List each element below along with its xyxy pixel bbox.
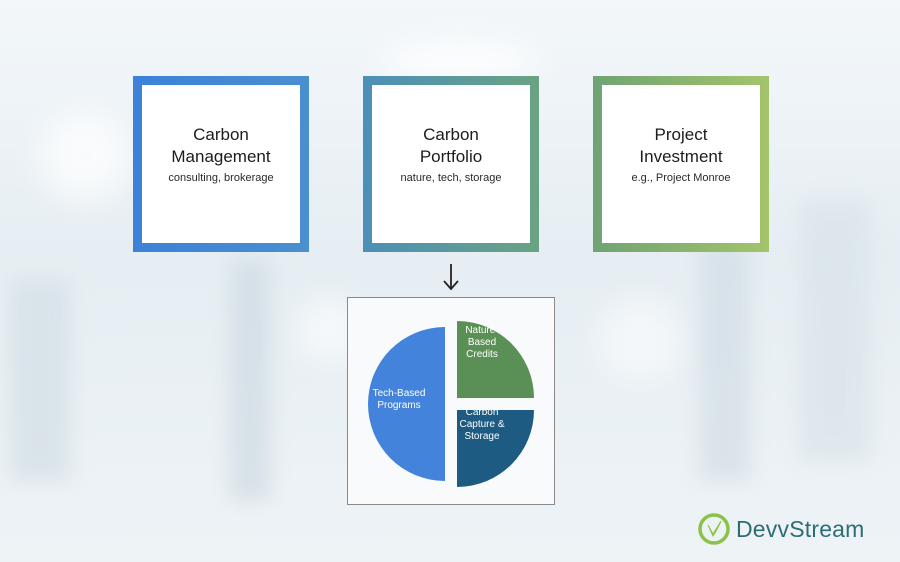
pie-slice [457,410,534,487]
box-title: Carbon Portfolio [419,125,483,166]
devvstream-logo: DevvStream [697,512,877,546]
logo-text: DevvStream [736,516,865,542]
project-investment-box: Project Investment e.g., Project Monroe [593,76,769,252]
box-subtitle: e.g., Project Monroe [631,172,731,184]
pie-slice [457,321,534,398]
leaf-check-icon [698,513,730,545]
pie-slice [368,327,445,481]
box-title: Project Investment [639,125,723,166]
carbon-portfolio-box: Carbon Portfolio nature, tech, storage [363,76,539,252]
box-subtitle: nature, tech, storage [400,172,502,184]
carbon-management-box: Carbon Management consulting, brokerage [133,76,309,252]
box-subtitle: consulting, brokerage [168,172,274,184]
down-arrow-icon [443,264,459,291]
box-title: Carbon Management [171,125,271,166]
